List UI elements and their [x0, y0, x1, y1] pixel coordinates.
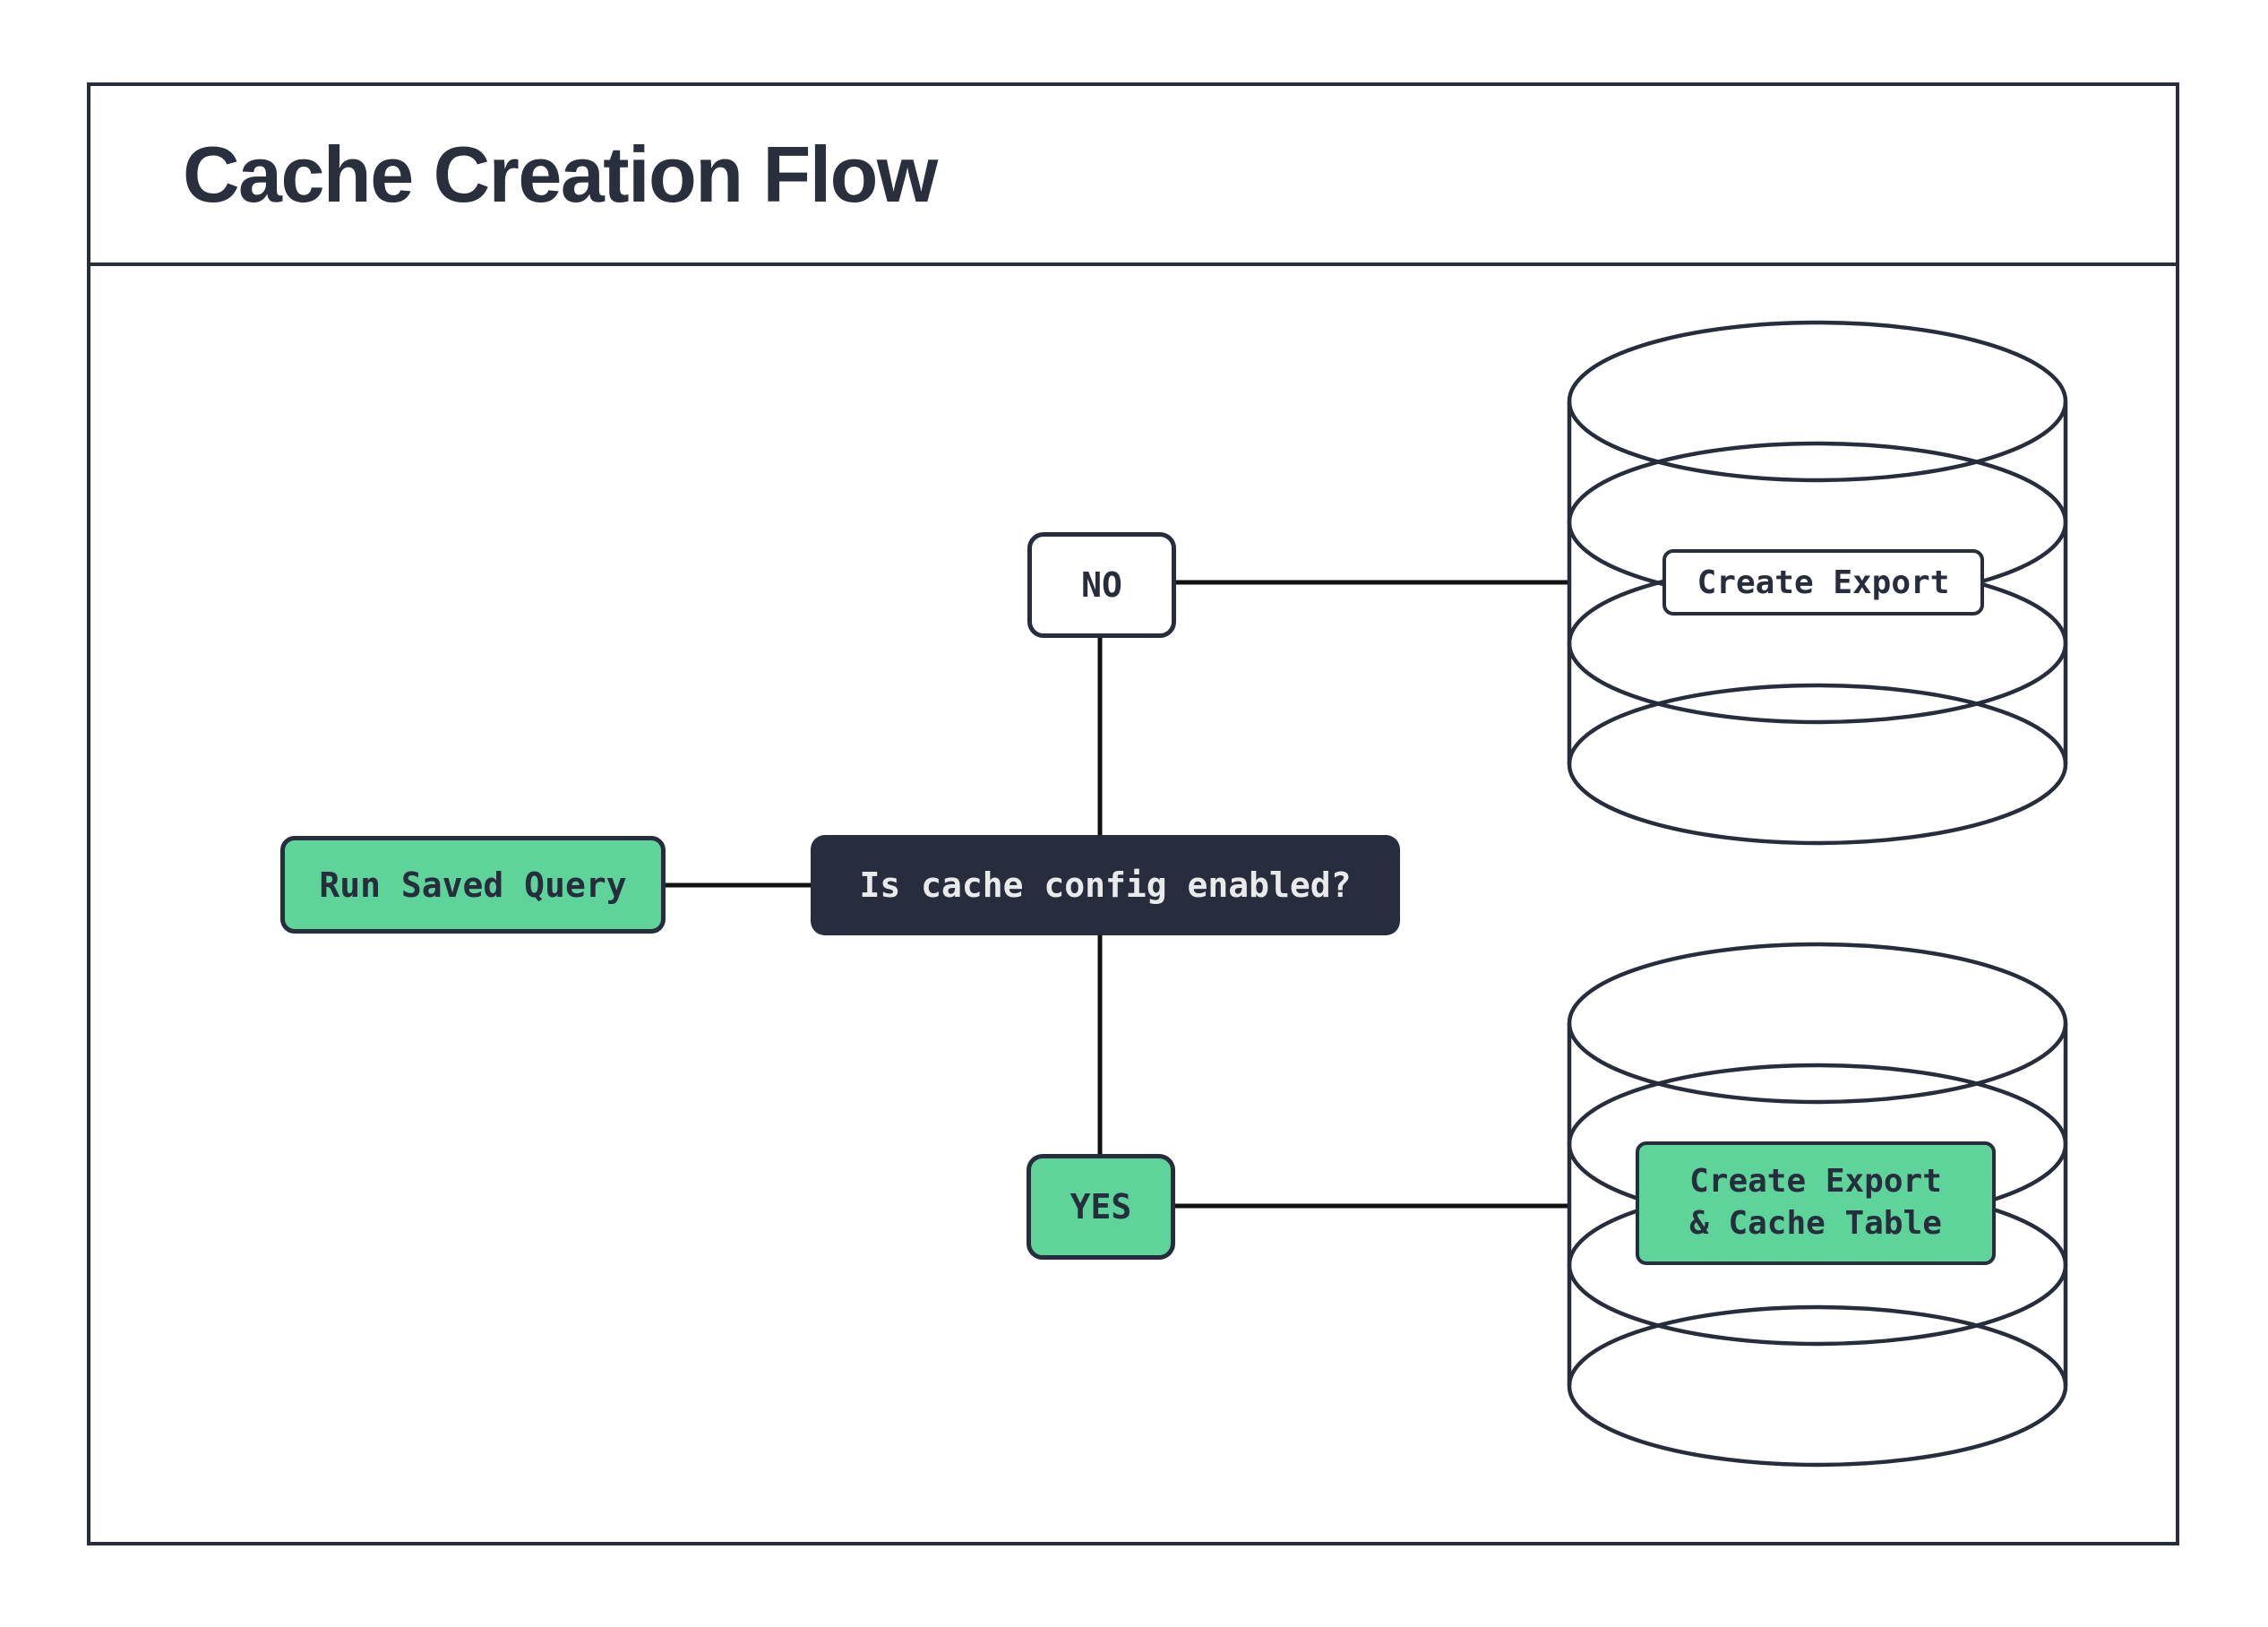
label-create-export-cache-line1: Create Export	[1689, 1163, 1942, 1201]
page-title: Cache Creation Flow	[183, 129, 938, 219]
node-yes-branch: YES	[1027, 1154, 1175, 1260]
node-run-saved-query-label: Run Saved Query	[319, 865, 627, 905]
diagram-frame: Cache Creation Flow	[87, 82, 2179, 1545]
node-no-label: NO	[1081, 565, 1122, 605]
label-create-export-text: Create Export	[1697, 564, 1950, 601]
node-run-saved-query: Run Saved Query	[280, 836, 666, 934]
node-yes-label: YES	[1070, 1187, 1132, 1227]
label-create-export-cache-table: Create Export & Cache Table	[1636, 1141, 1996, 1265]
node-decision-label: Is cache config enabled?	[859, 865, 1352, 905]
label-create-export: Create Export	[1662, 549, 1984, 616]
title-bar: Cache Creation Flow	[90, 86, 2176, 266]
node-decision-cache-config: Is cache config enabled?	[811, 835, 1400, 935]
label-create-export-cache-line2: & Cache Table	[1689, 1205, 1942, 1242]
node-no-branch: NO	[1027, 532, 1176, 638]
